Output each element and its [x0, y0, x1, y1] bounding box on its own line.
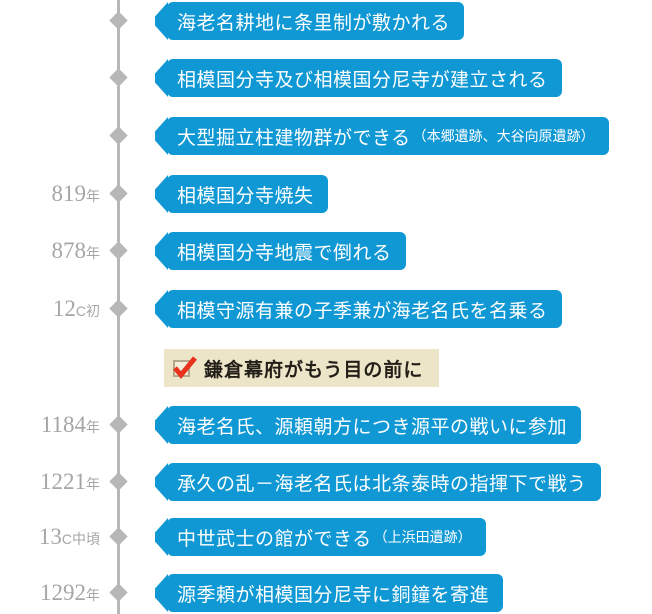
timeline-node-diamond-icon	[109, 472, 128, 491]
event-label: 相模守源有兼の子季兼が海老名氏を名乗る	[177, 300, 548, 322]
timeline-event-row: 1184年 海老名氏、源頼朝方につき源平の戦いに参加	[0, 406, 652, 444]
checkbox-checked-icon	[172, 356, 197, 379]
year-number: 1184	[40, 412, 86, 437]
year-suffix: C初	[75, 303, 100, 319]
bubble-arrow-left-icon	[155, 117, 168, 155]
event-bubble[interactable]: 相模守源有兼の子季兼が海老名氏を名乗る	[155, 290, 562, 328]
year-suffix: 年	[86, 587, 100, 603]
event-note: （上浜田遺跡）	[373, 529, 472, 545]
timeline-node-diamond-icon	[109, 68, 128, 87]
event-label: 相模国分寺焼失	[177, 185, 314, 207]
timeline-node-diamond-icon	[109, 415, 128, 434]
event-label: 海老名耕地に条里制が敷かれる	[177, 12, 451, 34]
event-bubble-body: 中世武士の館ができる（上浜田遺跡）	[167, 518, 486, 556]
event-bubble[interactable]: 源季頼が相模国分尼寺に銅鐘を寄進	[155, 574, 504, 612]
year-number: 819	[51, 181, 87, 206]
year-number: 878	[51, 238, 87, 263]
event-bubble-body: 相模守源有兼の子季兼が海老名氏を名乗る	[167, 290, 562, 328]
timeline-event-row: 相模国分寺及び相模国分尼寺が建立される	[0, 59, 652, 97]
event-bubble-body: 相模国分寺及び相模国分尼寺が建立される	[167, 59, 562, 97]
bubble-arrow-left-icon	[155, 406, 168, 444]
timeline-node-diamond-icon	[109, 299, 128, 318]
year-label: 819年	[0, 175, 101, 213]
event-bubble[interactable]: 海老名耕地に条里制が敷かれる	[155, 2, 465, 40]
bubble-arrow-left-icon	[155, 175, 168, 213]
highlight-callout: 鎌倉幕府がもう目の前に	[164, 349, 440, 387]
bubble-arrow-left-icon	[155, 574, 168, 612]
year-number: 1221	[40, 469, 86, 494]
event-bubble-body: 相模国分寺地震で倒れる	[167, 232, 406, 270]
year-label: 13C中頃	[0, 518, 100, 556]
timeline-event-row: 1221年 承久の乱－海老名氏は北条泰時の指揮下で戦う	[0, 463, 652, 501]
timeline-node-diamond-icon	[109, 184, 128, 203]
event-bubble-body: 海老名氏、源頼朝方につき源平の戦いに参加	[167, 406, 582, 444]
event-label: 海老名氏、源頼朝方につき源平の戦いに参加	[177, 416, 568, 438]
event-label: 中世武士の館ができる	[177, 528, 372, 550]
timeline-callout-row: 鎌倉幕府がもう目の前に	[0, 349, 652, 387]
event-label: 承久の乱－海老名氏は北条泰時の指揮下で戦う	[177, 473, 587, 495]
bubble-arrow-left-icon	[155, 2, 168, 40]
event-bubble-body: 海老名耕地に条里制が敷かれる	[167, 2, 465, 40]
timeline-event-row: 大型掘立柱建物群ができる（本郷遺跡、大谷向原遺跡）	[0, 117, 652, 155]
timeline-event-row: 12C初 相模守源有兼の子季兼が海老名氏を名乗る	[0, 290, 652, 328]
bubble-arrow-left-icon	[155, 232, 168, 270]
timeline-event-row: 1292年 源季頼が相模国分尼寺に銅鐘を寄進	[0, 574, 652, 612]
year-label: 12C初	[0, 290, 100, 328]
timeline-node-diamond-icon	[109, 126, 128, 145]
year-label: 1292年	[0, 574, 100, 612]
event-bubble-body: 源季頼が相模国分尼寺に銅鐘を寄進	[167, 574, 504, 612]
event-bubble[interactable]: 海老名氏、源頼朝方につき源平の戦いに参加	[155, 406, 582, 444]
year-suffix: 年	[86, 188, 100, 204]
timeline-event-row: 819年 相模国分寺焼失	[0, 175, 652, 213]
timeline-event-row: 海老名耕地に条里制が敷かれる	[0, 2, 652, 40]
callout-label: 鎌倉幕府がもう目の前に	[204, 359, 424, 381]
event-bubble[interactable]: 承久の乱－海老名氏は北条泰時の指揮下で戦う	[155, 463, 601, 501]
year-number: 13	[38, 524, 62, 549]
bubble-arrow-left-icon	[155, 290, 168, 328]
timeline-node-diamond-icon	[109, 583, 128, 602]
event-bubble-body: 相模国分寺焼失	[167, 175, 328, 213]
timeline-node-diamond-icon	[109, 11, 128, 30]
year-label: 1184年	[0, 406, 100, 444]
year-number: 1292	[40, 580, 86, 605]
event-bubble-body: 承久の乱－海老名氏は北条泰時の指揮下で戦う	[167, 463, 601, 501]
event-bubble[interactable]: 大型掘立柱建物群ができる（本郷遺跡、大谷向原遺跡）	[155, 117, 609, 155]
bubble-arrow-left-icon	[155, 463, 168, 501]
bubble-arrow-left-icon	[155, 518, 168, 556]
event-bubble[interactable]: 相模国分寺地震で倒れる	[155, 232, 406, 270]
year-number: 12	[52, 296, 76, 321]
bubble-arrow-left-icon	[155, 59, 168, 97]
event-bubble-body: 大型掘立柱建物群ができる（本郷遺跡、大谷向原遺跡）	[167, 117, 609, 155]
event-label: 大型掘立柱建物群ができる	[177, 127, 411, 149]
event-label: 源季頼が相模国分尼寺に銅鐘を寄進	[177, 584, 490, 606]
event-bubble[interactable]: 中世武士の館ができる（上浜田遺跡）	[155, 518, 486, 556]
event-bubble[interactable]: 相模国分寺及び相模国分尼寺が建立される	[155, 59, 562, 97]
event-note: （本郷遺跡、大谷向原遺跡）	[412, 128, 595, 144]
event-label: 相模国分寺及び相模国分尼寺が建立される	[177, 69, 548, 91]
timeline-event-row: 13C中頃 中世武士の館ができる（上浜田遺跡）	[0, 518, 652, 556]
year-suffix: 年	[86, 245, 100, 261]
year-suffix: 年	[86, 419, 100, 435]
timeline-node-diamond-icon	[109, 527, 128, 546]
year-suffix: 年	[86, 476, 100, 492]
year-label: 878年	[0, 232, 101, 270]
year-suffix: C中頃	[61, 531, 100, 547]
timeline-event-row: 878年 相模国分寺地震で倒れる	[0, 232, 652, 270]
year-label: 1221年	[0, 463, 100, 501]
event-bubble[interactable]: 相模国分寺焼失	[155, 175, 328, 213]
timeline-node-diamond-icon	[109, 241, 128, 260]
event-label: 相模国分寺地震で倒れる	[177, 242, 392, 264]
